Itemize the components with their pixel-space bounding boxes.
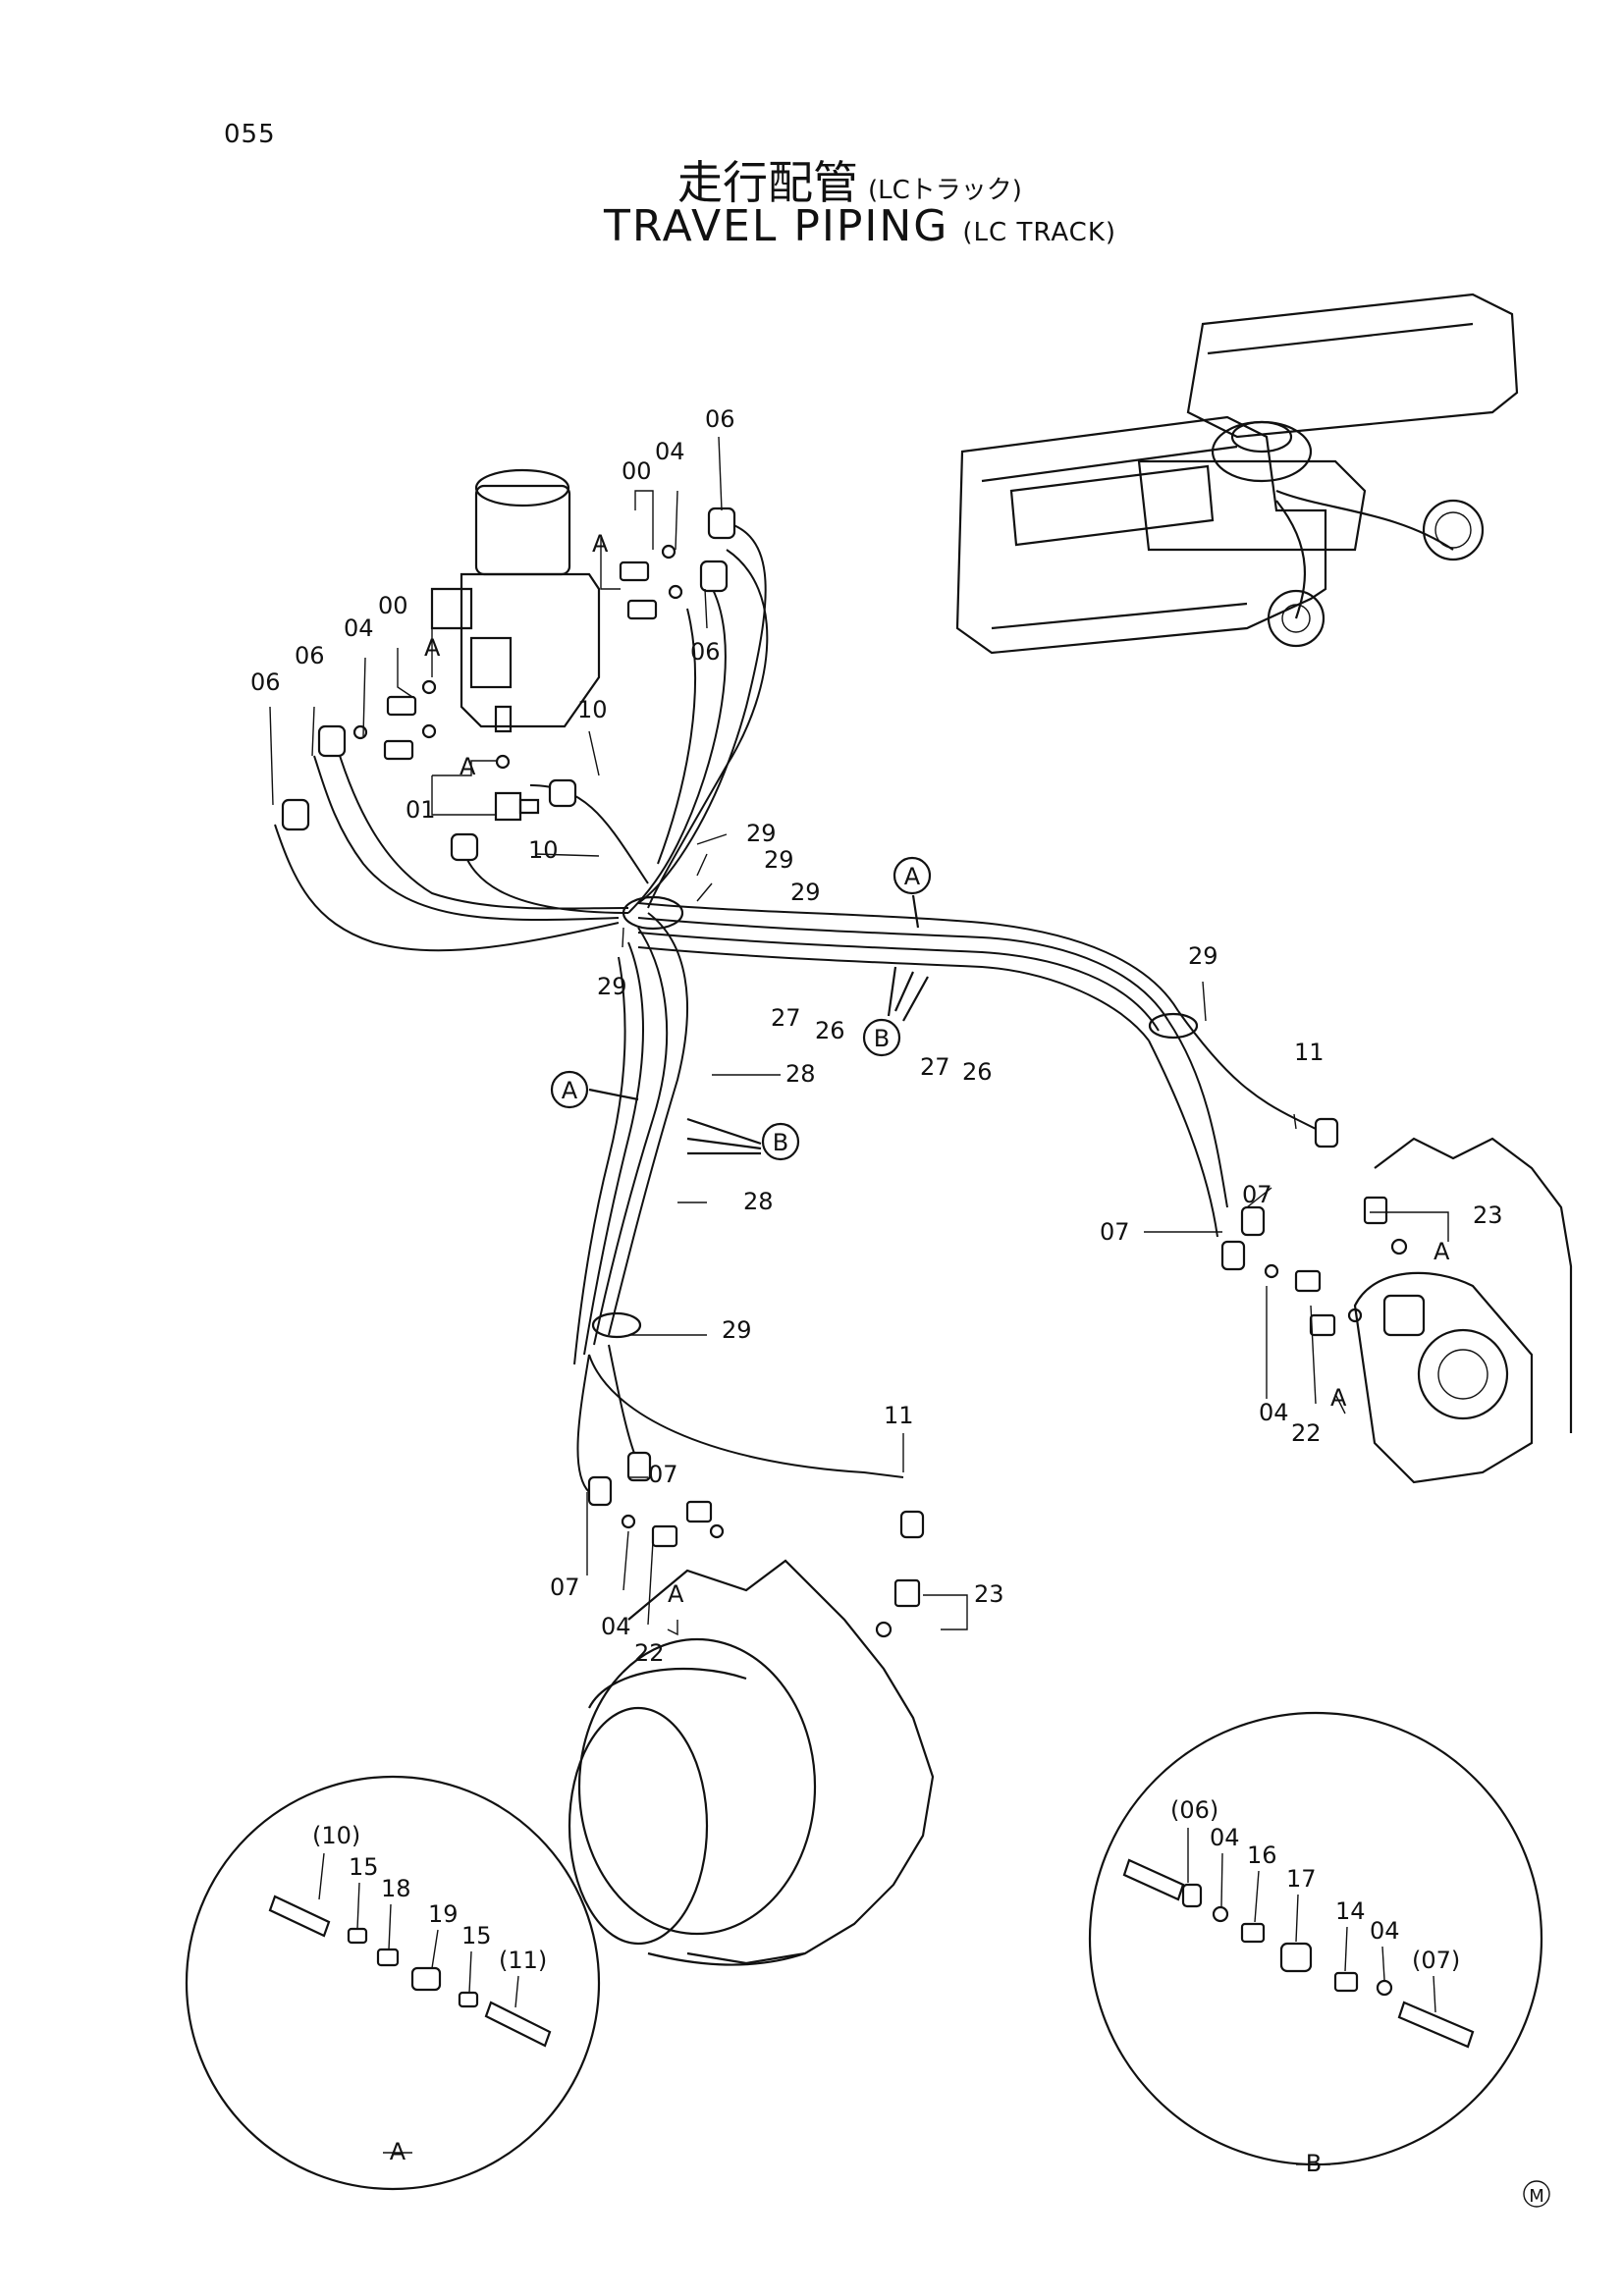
- callout-06-right: 06: [690, 638, 721, 666]
- callout-06-far-left: 06: [250, 668, 281, 696]
- callout-04-upper: 04: [655, 438, 685, 465]
- callout-00-upper: 00: [622, 457, 652, 485]
- callout-29-5: 29: [1188, 942, 1218, 970]
- callout-07-right-lower: 07: [1100, 1218, 1130, 1246]
- callout-a-left: A: [424, 634, 441, 662]
- callout-29-4: 29: [597, 973, 627, 1000]
- detail-b-part-16: 16: [1247, 1842, 1277, 1869]
- callout-26-left: 26: [815, 1017, 845, 1044]
- circle-label-a1: A: [904, 863, 921, 890]
- callout-a-upper: A: [592, 530, 609, 558]
- circle-callout-b2: [761, 1122, 800, 1161]
- detail-a-part-18: 18: [381, 1875, 411, 1902]
- title-jp-main: 走行配管: [677, 156, 858, 209]
- callout-a-right-lower: A: [1330, 1384, 1347, 1412]
- detail-b-part-04-a: 04: [1210, 1824, 1240, 1851]
- callout-a-right-motor: A: [1434, 1238, 1450, 1265]
- hose-bundle: [274, 519, 1336, 1493]
- callout-28-upper: 28: [785, 1060, 816, 1088]
- callout-10-upper: 10: [577, 696, 608, 723]
- callout-29-3: 29: [790, 879, 821, 906]
- circle-callouts: A A B B: [550, 856, 932, 1161]
- callout-a-swivel: A: [460, 753, 476, 780]
- callout-28-lower: 28: [743, 1188, 774, 1215]
- callout-a-lower-motor: A: [668, 1580, 684, 1608]
- page-number: 055: [224, 120, 276, 149]
- circle-callout-b1: [862, 1018, 901, 1057]
- detail-b-part-17: 17: [1286, 1865, 1317, 1893]
- detail-a-label: A: [390, 2138, 406, 2165]
- callout-06-left: 06: [295, 642, 325, 669]
- swivel-joint: [430, 468, 601, 733]
- callout-29-2: 29: [764, 846, 794, 874]
- page-title-english: TRAVEL PIPING (LC TRACK): [604, 201, 1116, 251]
- callout-26-right: 26: [962, 1058, 993, 1086]
- callout-22-right: 22: [1291, 1419, 1322, 1447]
- detail-b-part-06: (06): [1170, 1796, 1218, 1824]
- title-jp-sub: (LCトラック): [868, 176, 1022, 205]
- b-pointer-lines: [588, 894, 929, 1155]
- corner-mark-letter: M: [1529, 2186, 1544, 2207]
- callout-00-left: 00: [378, 592, 408, 619]
- callout-07-right-upper: 07: [1242, 1181, 1272, 1208]
- callout-04-lower: 04: [601, 1613, 631, 1640]
- undercarriage-illustration: [955, 293, 1519, 655]
- detail-a-part-11: (11): [499, 1947, 547, 1974]
- circle-callout-a2: [550, 1070, 589, 1109]
- circle-callout-a1: [893, 856, 932, 895]
- detail-a: A (10) 15 18 19 15 (11): [185, 1775, 601, 2191]
- circle-label-b1: B: [874, 1025, 890, 1052]
- detail-a-part-15-b: 15: [461, 1922, 492, 1949]
- callout-11-lower: 11: [884, 1402, 914, 1429]
- detail-b-label: B: [1306, 2150, 1322, 2177]
- callout-23-right: 23: [1473, 1201, 1503, 1229]
- callout-22-lower: 22: [634, 1639, 665, 1667]
- swivel-fittings: [352, 544, 683, 822]
- title-en-main: TRAVEL PIPING: [604, 201, 949, 251]
- detail-a-part-10: (10): [312, 1822, 360, 1849]
- callout-27-left: 27: [771, 1004, 801, 1032]
- detail-b-part-04-b: 04: [1370, 1917, 1400, 1945]
- callout-10-lower: 10: [528, 836, 559, 864]
- callout-27-right: 27: [920, 1053, 950, 1081]
- detail-b-part-07: (07): [1412, 1947, 1460, 1974]
- hose-clamps: [591, 895, 1199, 1339]
- callout-04-right-motor: 04: [1259, 1399, 1289, 1426]
- callout-23-lower: 23: [974, 1580, 1004, 1608]
- callout-11-right: 11: [1294, 1039, 1325, 1066]
- left-travel-motor: [568, 1559, 935, 1966]
- right-travel-motor: [1353, 1137, 1573, 1484]
- page-title-japanese: 走行配管 (LCトラック): [677, 147, 1022, 212]
- detail-a-part-15-a: 15: [349, 1853, 379, 1881]
- callout-29-1: 29: [746, 820, 777, 847]
- detail-b: B (06) 04 16 17 14 04 (07): [1088, 1711, 1543, 2177]
- callout-04-left: 04: [344, 614, 374, 642]
- circle-label-b2: B: [773, 1129, 788, 1156]
- callout-07-lower-left: 07: [550, 1574, 580, 1601]
- corner-mark: M: [1523, 2180, 1550, 2208]
- detail-b-frame: [1088, 1711, 1543, 2166]
- callout-29-6: 29: [722, 1316, 752, 1344]
- detail-b-part-14: 14: [1335, 1897, 1366, 1925]
- leader-lines: [269, 436, 1449, 1636]
- callout-01: 01: [406, 796, 436, 824]
- detail-a-part-19: 19: [428, 1900, 459, 1928]
- detail-a-frame: [185, 1775, 601, 2191]
- callout-06-upper: 06: [705, 405, 735, 433]
- hose-end-fittings: [281, 507, 1339, 1539]
- motor-fittings: [621, 1196, 1408, 1638]
- title-en-sub: (LC TRACK): [962, 218, 1117, 247]
- part-callouts: 00 04 06 A 06 00 04 A 06 06 10 A 01 10 2…: [250, 405, 1503, 1667]
- callout-07-lower-mid: 07: [648, 1461, 678, 1488]
- circle-label-a2: A: [562, 1077, 578, 1104]
